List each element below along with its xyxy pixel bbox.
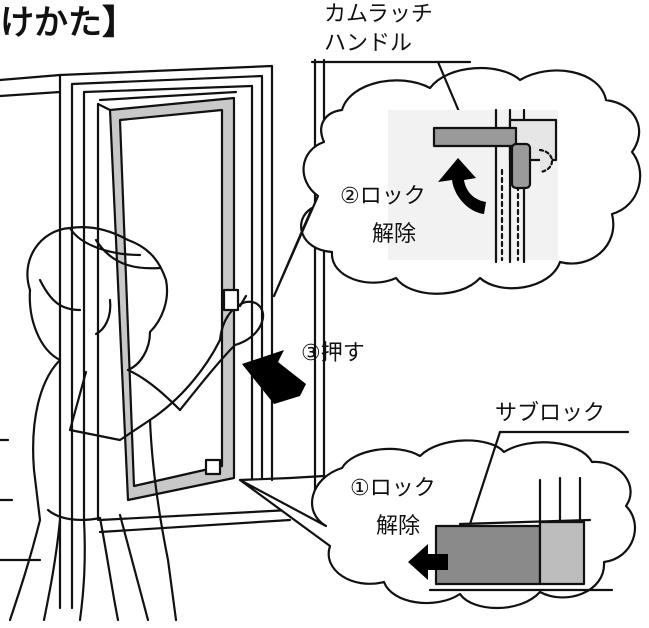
sub-lock-label: サブロック [495, 401, 606, 426]
slide-left-arrow-icon [408, 544, 448, 580]
push-arrow-icon [242, 350, 306, 404]
screen-door [96, 90, 238, 522]
person-figure [8, 226, 265, 622]
step2-label-line2: 解除 [372, 222, 417, 247]
step3-label: ③押す [301, 341, 365, 366]
page-title: けかた】 [0, 3, 136, 43]
rotate-arrow-icon [438, 158, 486, 214]
step1-label-line1: ①ロック [350, 476, 436, 501]
step2-label-line1: ②ロック [340, 184, 426, 209]
step1-label-line2: 解除 [376, 514, 421, 539]
lower-callout-cloud [238, 430, 636, 610]
door-handle [222, 288, 240, 312]
cam-latch-label-line2: ハンドル [324, 31, 413, 56]
arrows [242, 158, 486, 580]
cam-latch-label-line1: カムラッチ [324, 2, 433, 27]
window-frame [0, 64, 292, 610]
